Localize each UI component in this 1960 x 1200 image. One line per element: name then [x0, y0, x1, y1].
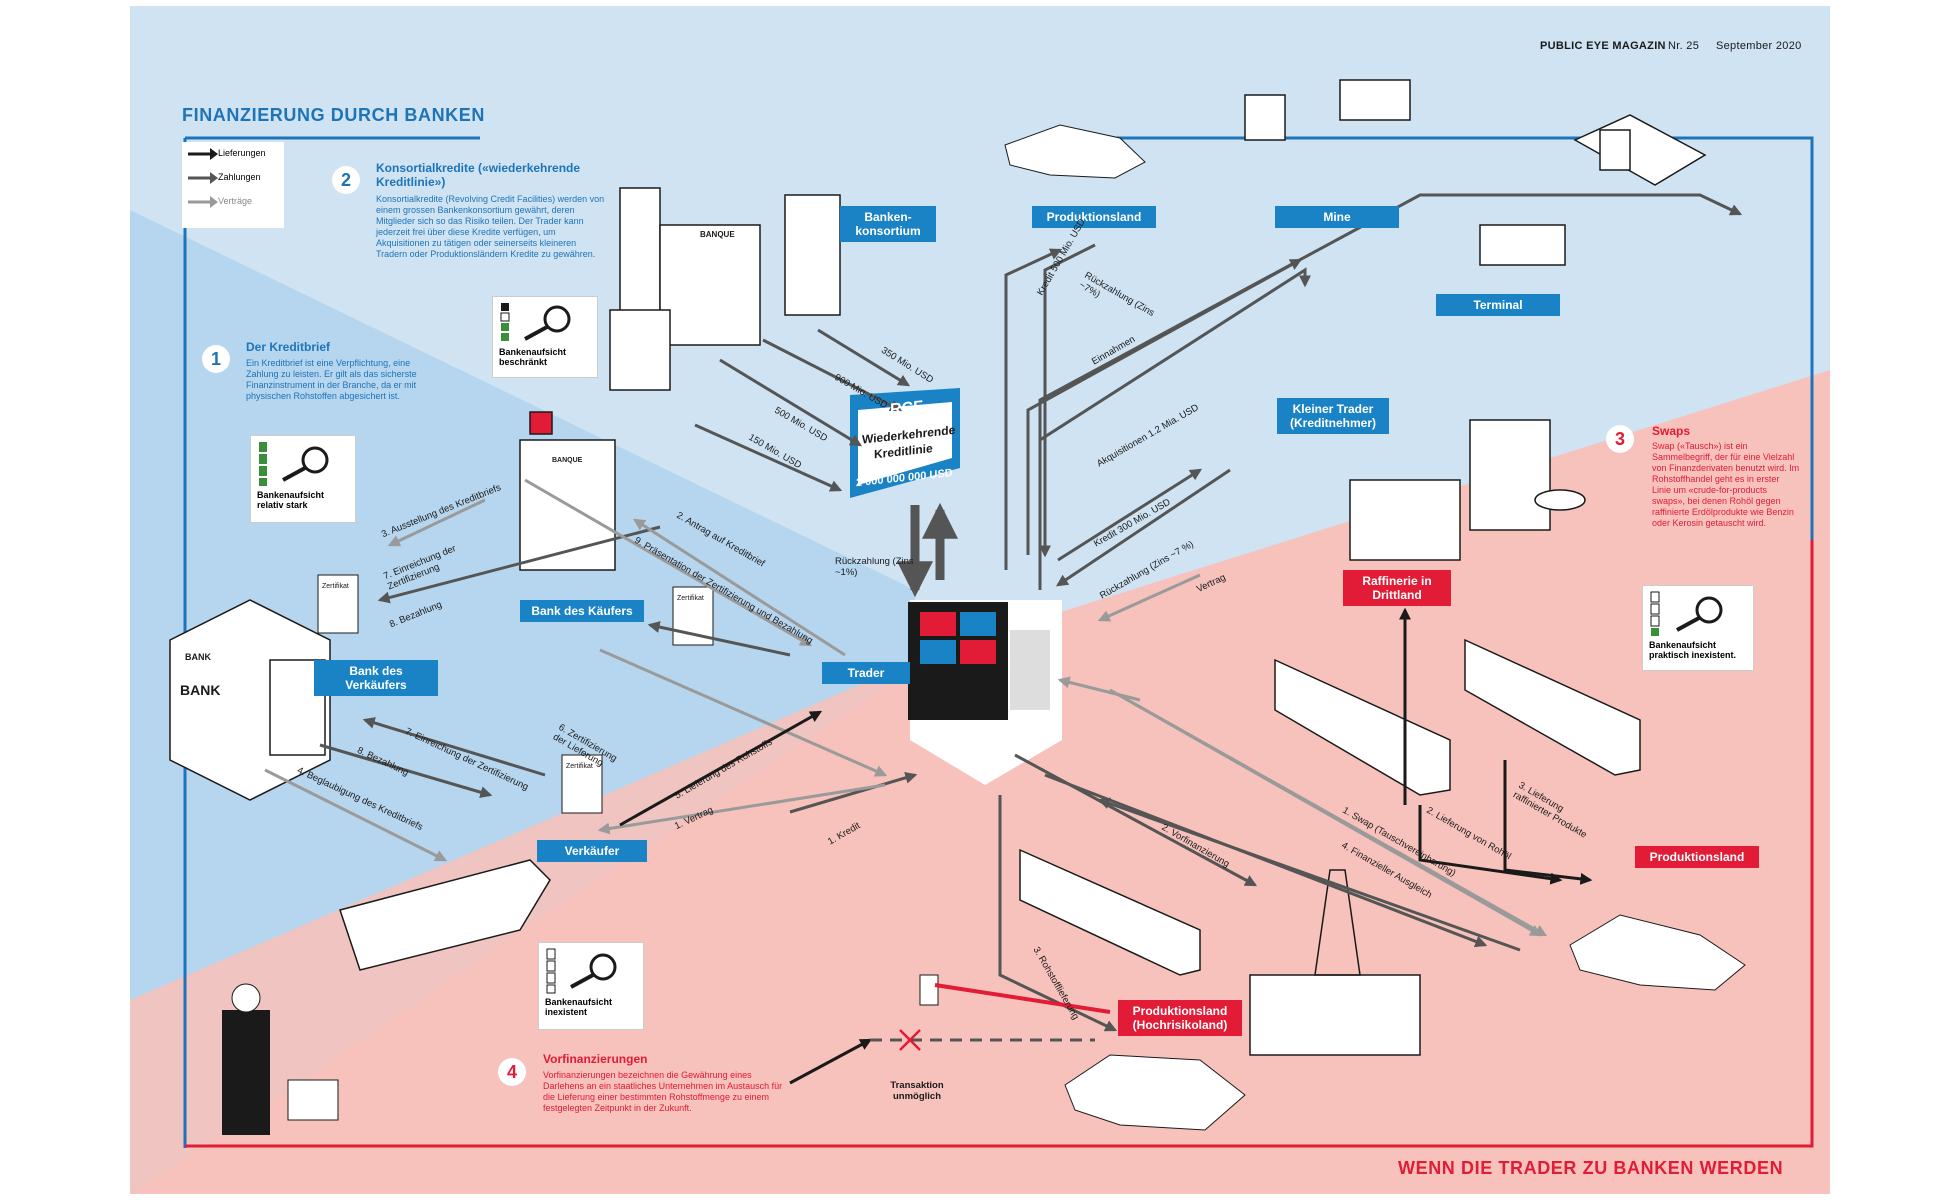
bank-sign-2: BANK: [180, 682, 220, 698]
issue-number: Nr. 25: [1668, 40, 1700, 52]
section-4-title: Vorfinanzierungen: [543, 1052, 648, 1066]
island-right: [1569, 914, 1746, 991]
bg-pink-right: [940, 370, 1830, 1194]
island-top: [1004, 124, 1146, 179]
svg-text:Zertifikat: Zertifikat: [322, 583, 349, 590]
section-2-title: Konsortialkredite («wiederkehrende Kredi…: [376, 161, 581, 189]
badge-none: Bankenaufsicht inexistent: [538, 942, 644, 1030]
section-2-number: 2: [332, 166, 360, 194]
refinery: [1349, 419, 1586, 561]
node-produktionsland-right: Produktionsland: [1635, 846, 1759, 868]
section-1-text: Ein Kreditbrief ist eine Verpflichtung, …: [246, 358, 417, 401]
rcf-sign: RCF Wiederkehrende Kreditlinie 2 000 000…: [852, 392, 960, 493]
node-bank-verkaeufer: Bank des Verkäufers: [314, 660, 438, 696]
node-verkaeufer: Verkäufer: [537, 840, 647, 862]
banque-sign-1: BANQUE: [700, 230, 735, 239]
title-bottom: WENN DIE TRADER ZU BANKEN WERDEN: [1398, 1158, 1784, 1178]
ship-seller: [339, 859, 551, 971]
legend-item-vertraege: Verträge: [182, 190, 284, 214]
magnifier-icon: [500, 303, 571, 341]
issue-date: September 2020: [1716, 40, 1802, 52]
certificate-3: [561, 754, 603, 814]
node-trader: Trader: [822, 662, 910, 684]
section-3-number: 3: [1606, 425, 1634, 453]
section-4-text: Vorfinanzierungen bezeichnen die Gewähru…: [543, 1070, 783, 1113]
svg-text:Zertifikat: Zertifikat: [677, 595, 704, 602]
section-3-title: Swaps: [1652, 424, 1691, 438]
banque-sign-2: BANQUE: [552, 457, 583, 464]
magnifier-icon: [259, 442, 329, 486]
oil-platform: [1249, 869, 1421, 1056]
section-2-text: Konsortialkredite (Revolving Credit Faci…: [376, 194, 605, 259]
section-4-number: 4: [498, 1058, 526, 1086]
frame-blue: [1052, 136, 1814, 540]
magazine-name: PUBLIC EYE MAGAZIN: [1540, 40, 1666, 52]
node-raffinerie: Raffinerie in Drittland: [1343, 570, 1451, 606]
rcf-code: RCF: [890, 398, 923, 419]
node-kleiner-trader: Kleiner Trader (Kreditnehmer): [1277, 398, 1389, 434]
consortium-buildings: [609, 187, 841, 391]
node-mine: Mine: [1275, 206, 1399, 228]
badge-none-red: Bankenaufsicht praktisch inexistent.: [1642, 585, 1754, 671]
arrow-label-rueckzahlung-1: Rückzahlung (Zins ~1%): [835, 556, 914, 578]
node-bank-kaeufer: Bank des Käufers: [520, 600, 644, 622]
node-produktionsland-top: Produktionsland: [1032, 206, 1156, 228]
section-1-title: Der Kreditbrief: [246, 340, 331, 354]
arrow-label-transaktion: Transaktion unmöglich: [890, 1080, 944, 1102]
node-konsortium: Banken-konsortium: [840, 206, 936, 242]
ship-right-2: [1464, 638, 1641, 776]
section-3-text: Swap («Tausch») ist ein Sammelbegriff, d…: [1652, 441, 1800, 528]
businessman: [222, 1010, 270, 1135]
barrier: [919, 974, 939, 1006]
magnifier-icon: [1650, 591, 1723, 636]
node-terminal: Terminal: [1436, 294, 1560, 316]
ship-mid: [1019, 848, 1201, 976]
bank-sign-1: BANK: [185, 652, 211, 662]
svg-text:Zertifikat: Zertifikat: [566, 763, 593, 770]
island-hr: [1064, 1054, 1246, 1131]
mine-and-terminal: [1244, 79, 1707, 266]
badge-limited: Bankenaufsicht beschränkt: [492, 296, 598, 378]
briefcase: [287, 1079, 339, 1121]
legend-item-lieferungen: Lieferungen: [182, 142, 284, 166]
legend-item-zahlungen: Zahlungen: [182, 166, 284, 190]
badge-strong: Bankenaufsicht relativ stark: [250, 435, 356, 523]
title-top: FINANZIERUNG DURCH BANKEN: [182, 105, 485, 125]
legend: Lieferungen Zahlungen Verträge: [182, 142, 284, 228]
section-1-number: 1: [202, 345, 230, 373]
bg-pink-left: [130, 650, 940, 1194]
magnifier-icon: [546, 948, 617, 994]
bg-pink-bottom: [130, 650, 1830, 1194]
node-produktionsland-hr: Produktionsland (Hochrisikoland): [1118, 1000, 1242, 1036]
frame-red: [185, 540, 1814, 1148]
certificate-1: [317, 574, 359, 634]
x-mark-icon: [899, 1029, 921, 1051]
